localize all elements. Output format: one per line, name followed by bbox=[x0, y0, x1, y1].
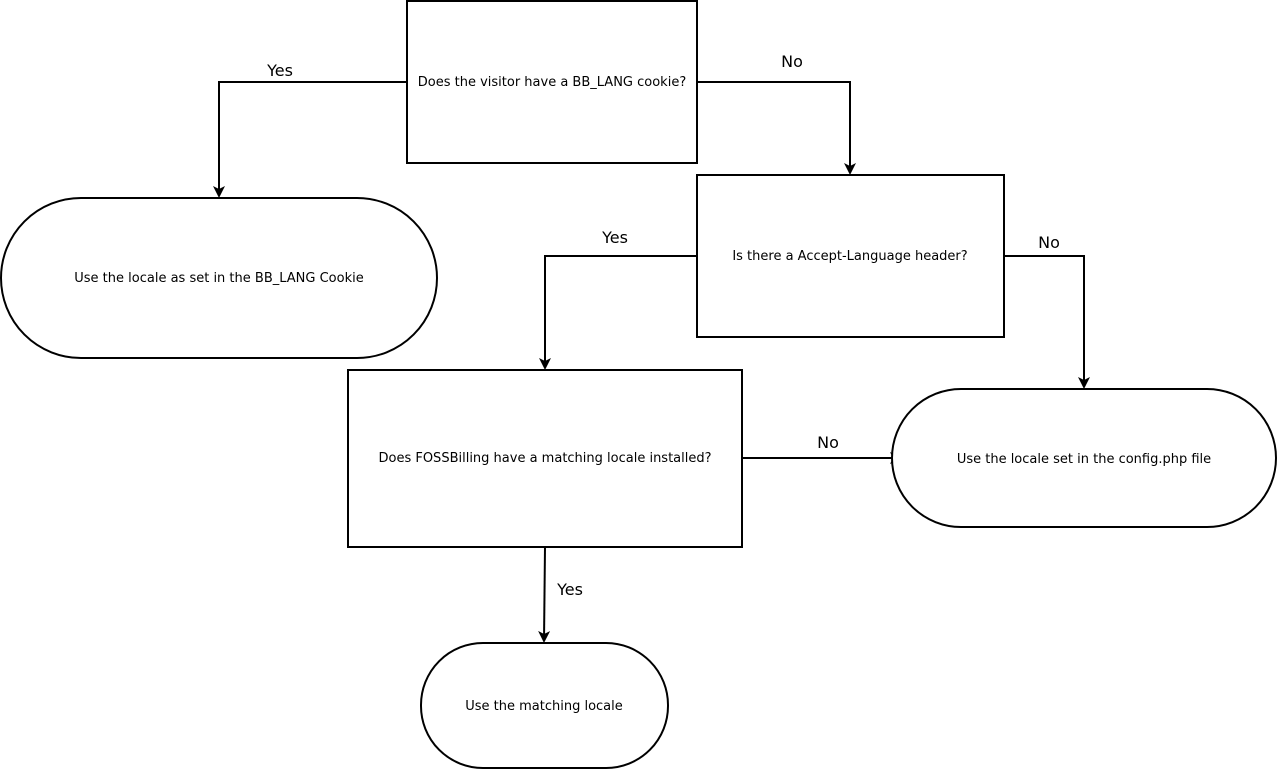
edge-cookie-no bbox=[697, 81, 856, 175]
node-label-use-config: Use the locale set in the config.php fil… bbox=[957, 452, 1211, 467]
edge-match-yes bbox=[538, 546, 551, 643]
node-label-accept-question: Is there a Accept-Language header? bbox=[732, 249, 967, 264]
node-label-use-cookie: Use the locale as set in the BB_LANG Coo… bbox=[74, 271, 363, 286]
edge-label-match-yes: Yes bbox=[556, 580, 583, 599]
edge-accept-no bbox=[1004, 255, 1090, 389]
node-use-config: Use the locale set in the config.php fil… bbox=[891, 388, 1277, 528]
edge-label-cookie-yes: Yes bbox=[266, 61, 293, 80]
node-use-matching: Use the matching locale bbox=[420, 642, 669, 769]
edge-accept-yes bbox=[539, 255, 697, 370]
edges bbox=[213, 81, 1090, 643]
edge-label-match-no: No bbox=[817, 433, 839, 452]
edge-label-cookie-no: No bbox=[781, 52, 803, 71]
node-label-cookie-question: Does the visitor have a BB_LANG cookie? bbox=[418, 75, 686, 90]
edge-cookie-yes bbox=[213, 81, 407, 198]
edge-label-accept-no: No bbox=[1038, 233, 1060, 252]
node-label-match-question: Does FOSSBilling have a matching locale … bbox=[378, 451, 711, 466]
node-accept-question: Is there a Accept-Language header? bbox=[696, 174, 1005, 338]
node-cookie-question: Does the visitor have a BB_LANG cookie? bbox=[406, 0, 698, 164]
edge-label-accept-yes: Yes bbox=[601, 228, 628, 247]
node-use-cookie: Use the locale as set in the BB_LANG Coo… bbox=[0, 197, 438, 359]
edge-labels: Yes No Yes No No Yes bbox=[266, 52, 1060, 599]
node-label-use-matching: Use the matching locale bbox=[465, 699, 623, 714]
node-match-question: Does FOSSBilling have a matching locale … bbox=[347, 369, 743, 548]
